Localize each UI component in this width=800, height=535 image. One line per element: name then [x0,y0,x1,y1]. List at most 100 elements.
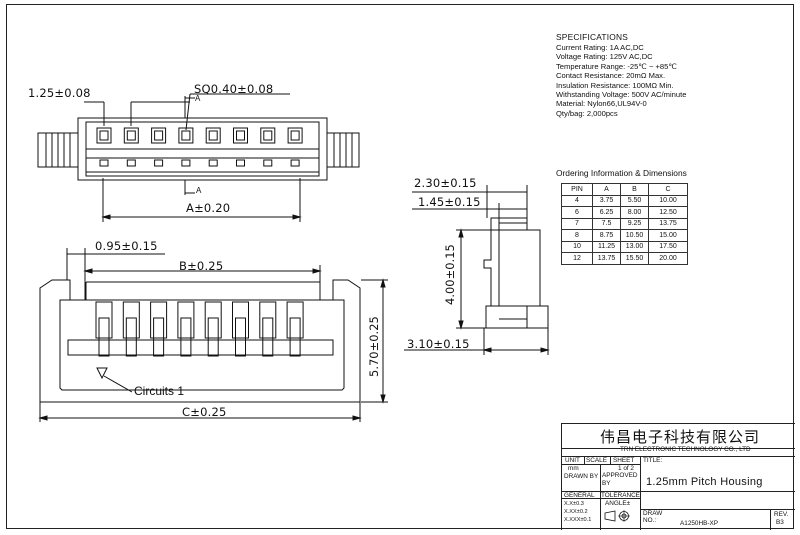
company-name-en: TRN ELECTRONIC TECHNOLOGY CO., LTD [620,446,751,453]
draw-no-label: DRAW NO.: [643,510,663,524]
inner-height-dimension: 4.00±0.15 [443,244,457,305]
spec-line: Temperature Range: -25℃ ~ +85℃ [556,61,677,71]
table-cell: 10.00 [648,194,688,207]
contact-window [205,127,221,144]
contact-cavity [150,301,168,339]
contact-square [263,130,273,141]
approved-by-label: APPROVED BY [602,472,638,487]
table-cell: 5.50 [620,194,649,207]
specifications-block: SPECIFICATIONS Current Rating: 1A AC,DC … [556,32,686,118]
contact-slot [99,159,109,167]
contact-terminal [153,317,165,357]
square-dimension: SQ0.40±0.08 [194,82,274,96]
specifications-title: SPECIFICATIONS [556,32,628,42]
top-view [37,93,360,222]
contact-slot [154,159,164,167]
rev-label: REV. [774,511,789,518]
contact-terminal [235,317,246,357]
tolerance-label: TOLERANCE [601,492,640,499]
contact-terminal [262,317,274,357]
sheet-value: 1 of 2 [618,465,634,472]
projection-symbol-icon [604,510,630,522]
contact-terminal [289,317,301,357]
pitch-dimension: 1.25±0.08 [28,86,91,100]
company-name-cn: 伟昌电子科技有限公司 [600,428,761,446]
table-cell: 13.75 [592,252,621,265]
draw-no-value: A1250HB-XP [680,520,719,527]
table-cell: 12.50 [648,206,688,219]
table-cell: 4 [561,194,593,207]
sheet-label: SHEET [613,457,635,464]
contact-square [99,130,109,141]
section-mark-bottom: A [196,186,202,195]
circuit-one-label: Circuits 1 [134,384,185,398]
contact-window [233,127,248,144]
table-cell: 6 [561,206,593,219]
table-cell: 6.25 [592,206,621,219]
base-width-dimension: 3.10±0.15 [407,337,470,351]
contact-window [260,127,276,144]
contact-terminal [125,317,137,357]
spec-line: Current Rating: 1A AC,DC [556,43,644,52]
contact-window [96,127,112,144]
contact-window [178,127,194,144]
side-width-dimension: 0.95±0.15 [95,239,158,253]
col-header: PIN [561,183,593,196]
contact-cavity [259,301,277,339]
side-view [404,185,550,355]
general-label: GENERAL [564,492,595,499]
drawing-title: 1.25mm Pitch Housing [646,476,763,488]
top-width-dimension: 2.30±0.15 [414,176,477,190]
contact-terminal [98,317,110,357]
contact-square [154,130,164,141]
contact-cavity [95,301,113,339]
ordering-title: Ordering Information & Dimensions [556,168,687,178]
contact-cavity [122,301,140,339]
table-cell: 8 [561,229,593,242]
contact-window [151,127,167,144]
contact-square [290,130,300,141]
table-cell: 11.25 [592,240,621,253]
table-cell: 9.25 [620,217,649,230]
contact-cavity [232,301,249,339]
contact-square [126,130,136,141]
height-dimension: 5.70±0.25 [367,316,381,377]
contact-slot [126,159,136,167]
contact-cavity [177,301,195,339]
spec-line: Voltage Rating: 125V AC,DC [556,52,653,62]
angle-label: ANGLE± [605,500,631,507]
contact-cavity [286,301,304,339]
contact-slot [290,159,300,167]
contact-slot [236,159,245,167]
spec-line: Insulation Resistance: 100MΩ Min. [556,80,674,90]
scale-label: SCALE [586,457,607,464]
tolerance-3: X.XXX±0.1 [564,517,592,523]
spec-line: Withstanding Voltage: 500V AC/minute [556,90,687,100]
table-cell: 15.00 [648,229,688,242]
table-cell: 20.00 [648,252,688,265]
col-header: C [648,183,688,196]
contact-terminal [180,317,192,357]
spec-line: Material: Nylon66,UL94V-0 [556,99,647,109]
b-dimension: B±0.25 [179,259,224,273]
contact-window [123,127,139,144]
table-cell: 7 [561,217,593,230]
table-cell: 8.75 [592,229,621,242]
col-header: B [620,183,649,196]
title-label: TITLE: [643,457,663,464]
table-cell: 10 [561,240,593,253]
front-view [38,248,388,422]
rev-value: B3 [776,519,784,526]
contact-cavity [204,301,222,339]
spec-line: Contact Resistance: 20mΩ Max. [556,71,666,81]
contact-terminal [207,317,219,357]
contact-square [236,130,245,141]
title-block: 伟昌电子科技有限公司 TRN ELECTRONIC TECHNOLOGY CO.… [561,423,795,530]
tolerance-1: X.X±0.3 [564,501,584,507]
